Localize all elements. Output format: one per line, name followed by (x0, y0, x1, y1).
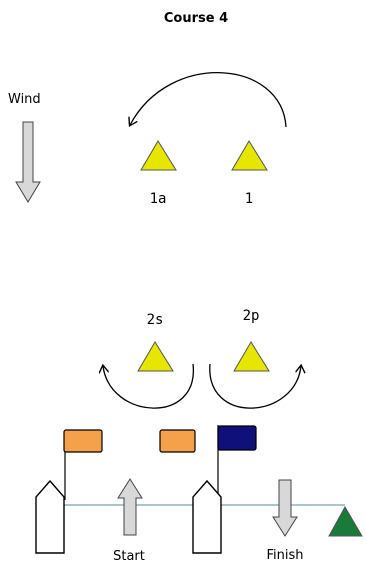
mark-2s-label: 2s (147, 312, 164, 328)
rounding-arrow-2p (209, 364, 301, 409)
wind-label: Wind (8, 92, 41, 107)
orange-flag-left (63, 429, 103, 453)
mark-2s (137, 341, 174, 372)
committee-boat-left (35, 479, 65, 554)
course-title: Course 4 (164, 11, 228, 26)
mark-2p (233, 341, 270, 372)
finish-mark (328, 505, 363, 537)
mark-1-label: 1 (245, 191, 253, 207)
mark-1a-label: 1a (150, 191, 167, 207)
wind-arrow (15, 121, 41, 203)
blue-flag (217, 425, 257, 451)
rounding-arrow-windward (130, 72, 287, 127)
start-arrow (117, 478, 143, 536)
finish-arrow (272, 479, 298, 537)
mark-2p-label: 2p (243, 308, 260, 324)
orange-flag-right (159, 429, 196, 453)
mark-1 (231, 140, 268, 171)
rounding-arrow-2s (103, 364, 194, 409)
committee-boat-right (192, 479, 222, 554)
finish-label: Finish (266, 548, 303, 563)
mark-1a (140, 140, 177, 171)
start-label: Start (113, 549, 145, 564)
